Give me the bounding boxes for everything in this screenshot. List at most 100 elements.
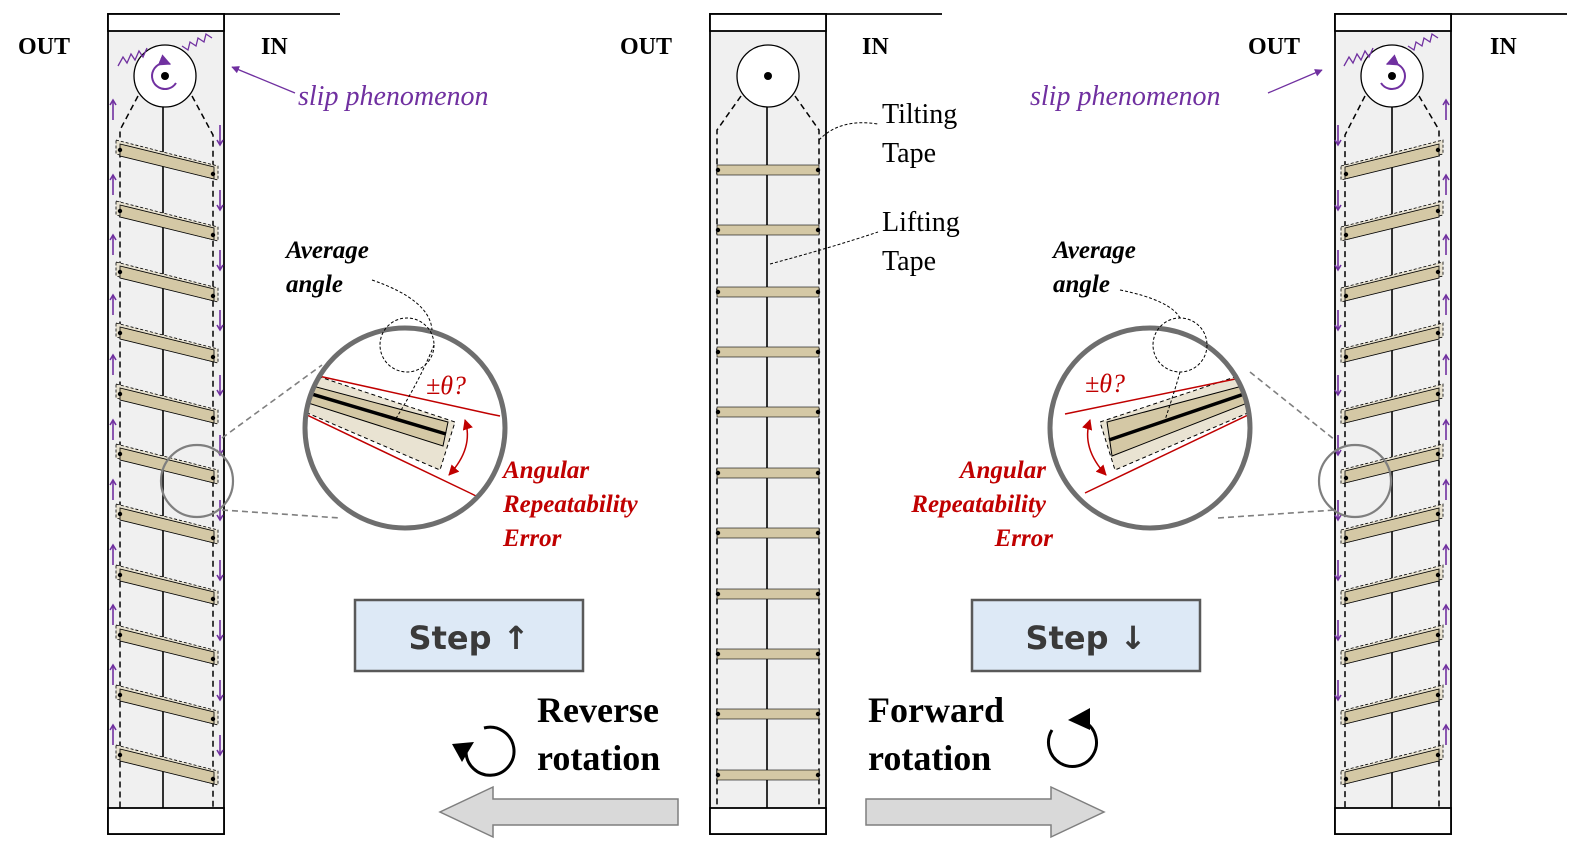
slip-label-left: slip phenomenon	[298, 81, 489, 112]
step-down-label: Step ↓	[1026, 619, 1147, 657]
error-label-right-2: Repeatability	[910, 491, 1047, 518]
out-label-left: OUT	[18, 34, 70, 60]
tape-down-arrow	[216, 125, 224, 147]
tape-up-arrow	[1442, 603, 1450, 625]
slat	[115, 744, 219, 786]
slip-label-right: slip phenomenon	[1030, 81, 1221, 112]
slat	[115, 261, 219, 303]
slat	[715, 648, 821, 660]
tape-up-arrow	[109, 543, 117, 565]
lifting-tape-label-1: Lifting	[882, 207, 960, 238]
slat	[1340, 564, 1444, 606]
tape-up-arrow	[1442, 418, 1450, 440]
tape-up-arrow	[1442, 233, 1450, 255]
tape-up-arrow	[1442, 663, 1450, 685]
tape-up-arrow	[109, 663, 117, 685]
slat	[115, 322, 219, 364]
slat	[715, 527, 821, 539]
tape-up-arrow	[1442, 543, 1450, 565]
center-blind	[709, 13, 942, 835]
reverse-rotation-label-2: rotation	[537, 738, 660, 778]
tape-up-arrow	[1442, 98, 1450, 120]
slat	[115, 443, 219, 485]
theta-label-right: ±θ?	[1085, 369, 1125, 398]
average-angle-label-left-2: angle	[286, 271, 343, 298]
tape-up-arrow	[1442, 173, 1450, 195]
tape-up-arrow	[109, 353, 117, 375]
tape-down-arrow	[1334, 560, 1342, 582]
forward-rotation-label-2: rotation	[868, 738, 991, 778]
tape-down-arrow	[1334, 190, 1342, 212]
left-magnifier	[221, 279, 508, 531]
slat	[715, 164, 821, 176]
tape-down-arrow	[1334, 250, 1342, 272]
slat	[1340, 624, 1444, 666]
slat	[1340, 443, 1444, 485]
tape-down-arrow	[216, 620, 224, 642]
average-angle-label-right-2: angle	[1053, 271, 1110, 298]
slat	[715, 467, 821, 479]
tape-up-arrow	[109, 603, 117, 625]
slat	[715, 286, 821, 298]
out-label-right: OUT	[1248, 34, 1300, 60]
slat	[1340, 261, 1444, 303]
in-label-left: IN	[261, 34, 288, 60]
tape-up-arrow	[109, 293, 117, 315]
tape-down-arrow	[1334, 375, 1342, 397]
reverse-rotation-icon	[452, 725, 516, 777]
step-up-label: Step ↑	[409, 619, 530, 657]
forward-rotation-label-1: Forward	[868, 690, 1004, 730]
tape-up-arrow	[1442, 723, 1450, 745]
tape-down-arrow	[216, 680, 224, 702]
tape-down-arrow	[216, 250, 224, 272]
slat	[1340, 139, 1444, 181]
error-label-right-3: Error	[994, 525, 1054, 552]
average-angle-label-right-1: Average	[1051, 237, 1136, 264]
tape-down-arrow	[216, 375, 224, 397]
tape-up-arrow	[109, 418, 117, 440]
slat	[1340, 200, 1444, 242]
tape-down-arrow	[216, 560, 224, 582]
slat	[715, 588, 821, 600]
slat	[115, 564, 219, 606]
tape-up-arrow	[1442, 293, 1450, 315]
left-direction-arrow	[438, 785, 679, 839]
error-label-left-2: Repeatability	[502, 491, 639, 518]
theta-label-left: ±θ?	[426, 371, 466, 400]
forward-rotation-icon	[1047, 708, 1098, 768]
slat	[1340, 322, 1444, 364]
tape-down-arrow	[216, 190, 224, 212]
tape-down-arrow	[216, 310, 224, 332]
slat	[115, 139, 219, 181]
slat	[115, 383, 219, 425]
slat	[715, 708, 821, 720]
tilting-tape-label-2: Tape	[882, 138, 936, 169]
step-down-button[interactable]: Step ↓	[970, 598, 1202, 673]
right-direction-arrow	[865, 785, 1106, 839]
slat	[715, 406, 821, 418]
slat	[115, 624, 219, 666]
tape-down-arrow	[1334, 310, 1342, 332]
tape-down-arrow	[1334, 680, 1342, 702]
tape-up-arrow	[109, 98, 117, 120]
tape-up-arrow	[1442, 478, 1450, 500]
tape-up-arrow	[109, 478, 117, 500]
right-blind	[1317, 13, 1567, 835]
tilting-tape-label-1: Tilting	[882, 99, 957, 130]
tape-up-arrow	[1442, 353, 1450, 375]
tape-down-arrow	[1334, 620, 1342, 642]
tape-down-arrow	[1334, 125, 1342, 147]
out-label-center: OUT	[620, 34, 672, 60]
tape-up-arrow	[109, 173, 117, 195]
error-label-left-3: Error	[502, 525, 562, 552]
slip-pointer-left	[231, 66, 296, 94]
average-angle-label-left-1: Average	[284, 237, 369, 264]
tape-down-arrow	[1334, 435, 1342, 457]
slat	[1340, 383, 1444, 425]
tape-down-arrow	[216, 735, 224, 757]
tape-up-arrow	[109, 233, 117, 255]
right-magnifier	[1047, 289, 1336, 531]
step-up-button[interactable]: Step ↑	[353, 598, 585, 673]
lifting-tape-label-2: Tape	[882, 246, 936, 277]
